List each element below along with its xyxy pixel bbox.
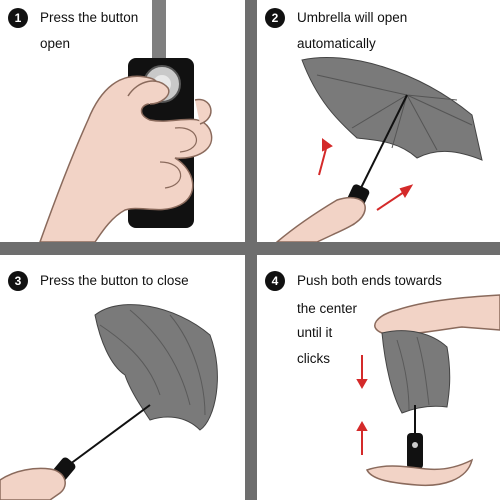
- open-umbrella-illustration: [275, 57, 483, 242]
- umbrella-shaft: [152, 0, 166, 70]
- step-4-caption-line-4: clicks: [297, 351, 330, 366]
- step-1-panel: 1 Press the button open: [0, 0, 245, 242]
- lower-hand-icon: [365, 458, 474, 487]
- hand-icon: [275, 197, 366, 242]
- motion-arrows: [356, 355, 368, 455]
- umbrella-shaft: [61, 404, 151, 471]
- umbrella-shaft: [354, 94, 408, 201]
- step-3-badge: 3: [8, 271, 28, 291]
- open-canopy: [301, 57, 483, 161]
- hand-icon: [0, 467, 66, 500]
- step-1-badge: 1: [8, 8, 28, 28]
- step-2-caption-line-2: automatically: [297, 36, 376, 51]
- closing-umbrella-illustration: [0, 304, 218, 500]
- step-4-panel: 4 Push both ends towards the center unti…: [257, 255, 500, 500]
- step-2-badge: 2: [265, 8, 285, 28]
- horizontal-divider: [0, 242, 500, 255]
- umbrella-handle: [407, 433, 423, 469]
- folded-canopy: [381, 330, 451, 414]
- step-3-caption-line-1: Press the button to close: [40, 273, 189, 288]
- hand-icon: [39, 75, 213, 242]
- step-2-panel: 2 Umbrella will open automatically: [257, 0, 500, 242]
- hand-pressing-button-illustration: [39, 0, 213, 242]
- collapsing-canopy: [94, 304, 218, 431]
- step-4-caption-line-2: the center: [297, 301, 358, 316]
- step-4-caption-line-3: until it: [297, 325, 333, 340]
- step-4-badge: 4: [265, 271, 285, 291]
- upper-hand-icon: [374, 294, 500, 335]
- step-2-caption-line-1: Umbrella will open: [297, 10, 408, 25]
- step-1-caption-line-1: Press the button: [40, 10, 139, 25]
- motion-arrows: [318, 138, 414, 211]
- step-3-panel: 3 Press the button to close: [0, 255, 245, 500]
- pushing-umbrella-closed-illustration: [356, 294, 500, 487]
- step-1-caption-line-2: open: [40, 36, 71, 51]
- step-4-caption-line-1: Push both ends towards: [297, 273, 442, 288]
